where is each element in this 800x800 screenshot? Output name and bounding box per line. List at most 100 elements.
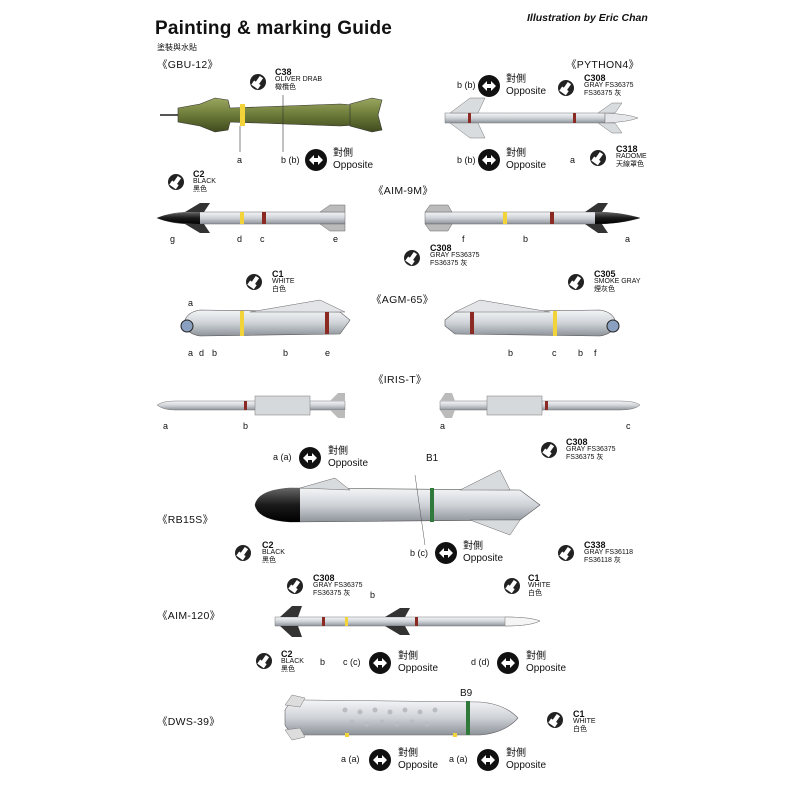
callout-label: c	[626, 421, 631, 431]
callout-label: b	[523, 234, 529, 244]
callout-label: d	[237, 234, 243, 244]
callout-label: e	[325, 348, 331, 358]
callout-label: b (c)	[410, 548, 428, 558]
opposite-arrow-icon	[435, 542, 457, 564]
callout-label: c	[552, 348, 557, 358]
callout-label: b	[370, 590, 376, 600]
callout-label: c	[260, 234, 265, 244]
agm65-missile-left	[180, 299, 351, 337]
gbu12-bomb	[160, 95, 383, 152]
opposite-arrow-icon	[369, 652, 391, 674]
section-label-agm65: 《AGM-65》	[371, 294, 434, 306]
callout-label: a	[237, 155, 243, 165]
irist-missile-left	[156, 393, 346, 418]
paint-brush-icon	[168, 174, 184, 190]
callout-label: a (a)	[449, 754, 468, 764]
callout-label: b	[320, 657, 326, 667]
paint-brush-icon	[404, 250, 420, 266]
callout-label: a (a)	[341, 754, 360, 764]
opposite-arrow-icon	[478, 149, 500, 171]
python4-missile	[444, 97, 639, 139]
aim120-missile	[274, 606, 541, 637]
callout-label: a	[570, 155, 576, 165]
opposite-arrow-icon	[369, 749, 391, 771]
paint-brush-icon	[547, 712, 563, 728]
callout-label: b	[578, 348, 584, 358]
section-label-python4: 《PYTHON4》	[566, 59, 640, 71]
callout-label: b	[243, 421, 249, 431]
callout-label: d (d)	[471, 657, 490, 667]
paint-brush-icon	[541, 442, 557, 458]
paint-brush-icon	[256, 653, 272, 669]
illustration-credit: Illustration by Eric Chan	[527, 12, 648, 24]
aim9m-missile-left	[156, 203, 346, 233]
section-label-rb15s: 《RB15S》	[157, 514, 214, 526]
paint-brush-icon	[558, 545, 574, 561]
callout-label: a	[188, 348, 194, 358]
page-title: Painting & marking Guide	[155, 18, 393, 39]
aim9m-missile-right	[424, 203, 641, 233]
paint-brush-icon	[558, 80, 574, 96]
paint-brush-icon	[568, 274, 584, 290]
callout-label: c (c)	[343, 657, 361, 667]
callout-label: B9	[460, 688, 473, 699]
section-label-irist: 《IRIS-T》	[373, 374, 427, 386]
opposite-arrow-icon	[497, 652, 519, 674]
opposite-arrow-icon	[478, 75, 500, 97]
callout-label: d	[199, 348, 205, 358]
callout-label: b (b)	[281, 155, 300, 165]
callout-label: a	[440, 421, 446, 431]
agm65-missile-right	[444, 299, 620, 337]
section-label-aim9m: 《AIM-9M》	[373, 185, 434, 197]
callout-label: b	[212, 348, 218, 358]
dws39-dispenser	[284, 694, 519, 741]
opposite-arrow-icon	[299, 447, 321, 469]
callout-label: a (a)	[273, 452, 292, 462]
paint-brush-icon	[250, 74, 266, 90]
rb15s-missile	[254, 469, 541, 546]
section-label-aim120: 《AIM-120》	[157, 610, 221, 622]
opposite-arrow-icon	[477, 749, 499, 771]
paint-brush-icon	[590, 150, 606, 166]
irist-missile-right	[439, 393, 641, 418]
callout-label: b (b)	[457, 80, 476, 90]
callout-label: a	[163, 421, 169, 431]
callout-label: f	[462, 234, 465, 244]
callout-label: e	[333, 234, 339, 244]
section-label-dws39: 《DWS-39》	[157, 716, 221, 728]
callout-label: b (b)	[457, 155, 476, 165]
page-subtitle: 塗裝與水貼	[157, 43, 197, 52]
callout-label: a	[188, 298, 194, 308]
paint-brush-icon	[504, 578, 520, 594]
callout-label: a	[625, 234, 631, 244]
callout-label: B1	[426, 453, 439, 464]
callout-label: f	[594, 348, 597, 358]
paint-brush-icon	[235, 545, 251, 561]
section-label-gbu12: 《GBU-12》	[157, 59, 219, 71]
callout-label: b	[508, 348, 514, 358]
callout-label: b	[283, 348, 289, 358]
